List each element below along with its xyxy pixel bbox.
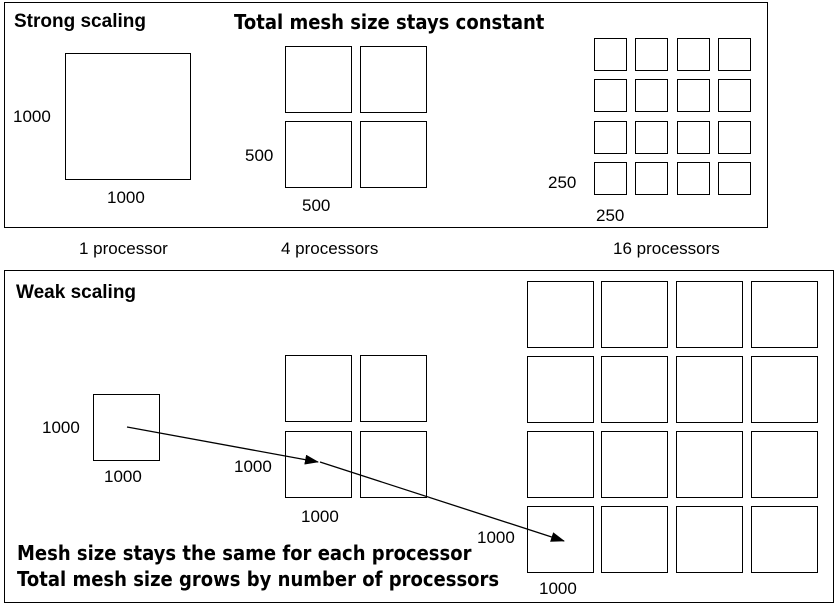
strong-mesh-4x4-cell — [677, 79, 710, 112]
weak-mesh-1x1 — [93, 394, 160, 461]
strong-1-bottom-label: 1000 — [107, 188, 145, 207]
weak-note-line2: Total mesh size grows by number of proce… — [17, 567, 500, 591]
weak-mesh-4x4-cell — [601, 356, 668, 423]
caption-16-processors: 16 processors — [613, 239, 720, 258]
strong-16-bottom-label: 250 — [596, 206, 625, 225]
strong-mesh-2x2-cell — [285, 46, 352, 113]
strong-mesh-4x4-cell — [594, 38, 627, 71]
strong-mesh-4x4-cell — [677, 162, 710, 195]
strong-4-bottom-label: 500 — [302, 196, 331, 215]
weak-mesh-4x4-cell — [601, 506, 668, 573]
weak-mesh-4x4-cell — [601, 431, 668, 498]
strong-1-side-label: 1000 — [13, 107, 51, 126]
weak-16-side-label: 1000 — [477, 528, 515, 547]
caption-4-processors: 4 processors — [281, 239, 379, 258]
strong-mesh-4x4-cell — [594, 121, 627, 154]
weak-scaling-title: Weak scaling — [16, 282, 137, 303]
weak-mesh-4x4-cell — [676, 431, 743, 498]
strong-mesh-2x2-cell — [285, 121, 352, 188]
weak-mesh-4x4-cell — [527, 356, 594, 423]
strong-mesh-4x4-cell — [718, 79, 751, 112]
strong-scaling-panel — [4, 2, 768, 228]
weak-mesh-2x2-cell — [360, 431, 427, 498]
strong-mesh-1x1 — [65, 53, 191, 180]
weak-mesh-4x4-cell — [676, 356, 743, 423]
strong-mesh-2x2-cell — [360, 121, 427, 188]
strong-mesh-4x4-cell — [677, 38, 710, 71]
strong-mesh-2x2-cell — [360, 46, 427, 113]
weak-mesh-4x4-cell — [527, 431, 594, 498]
weak-16-bottom-label: 1000 — [539, 579, 577, 598]
weak-mesh-4x4-cell — [601, 281, 668, 348]
weak-4-bottom-label: 1000 — [301, 507, 339, 526]
strong-16-side-label: 250 — [548, 173, 577, 192]
strong-scaling-subtitle: Total mesh size stays constant — [234, 10, 545, 34]
weak-4-side-label: 1000 — [234, 457, 272, 476]
weak-mesh-2x2-cell — [285, 355, 352, 422]
arrow-4-to-16 — [319, 461, 565, 542]
strong-mesh-4x4-cell — [594, 162, 627, 195]
strong-mesh-4x4-cell — [635, 79, 668, 112]
weak-1-side-label: 1000 — [42, 418, 80, 437]
weak-note-line1: Mesh size stays the same for each proces… — [17, 541, 472, 565]
strong-4-side-label: 500 — [245, 146, 274, 165]
weak-mesh-2x2-cell — [360, 355, 427, 422]
weak-1-bottom-label: 1000 — [104, 467, 142, 486]
strong-mesh-4x4-cell — [718, 121, 751, 154]
weak-mesh-4x4-cell — [751, 356, 818, 423]
strong-mesh-4x4-cell — [718, 162, 751, 195]
strong-mesh-4x4-cell — [718, 38, 751, 71]
weak-mesh-4x4-cell — [676, 506, 743, 573]
weak-scaling-panel — [4, 270, 834, 603]
weak-mesh-4x4-cell — [751, 431, 818, 498]
weak-mesh-4x4-cell — [676, 281, 743, 348]
strong-mesh-4x4-cell — [594, 79, 627, 112]
caption-1-processor: 1 processor — [79, 239, 168, 258]
weak-mesh-4x4-cell — [751, 506, 818, 573]
strong-mesh-4x4-cell — [635, 38, 668, 71]
strong-mesh-4x4-cell — [635, 121, 668, 154]
strong-mesh-4x4-cell — [677, 121, 710, 154]
weak-mesh-4x4-cell — [527, 281, 594, 348]
strong-scaling-title: Strong scaling — [14, 11, 146, 32]
strong-mesh-4x4-cell — [635, 162, 668, 195]
arrow-1-to-4 — [126, 426, 319, 465]
weak-mesh-4x4-cell — [751, 281, 818, 348]
